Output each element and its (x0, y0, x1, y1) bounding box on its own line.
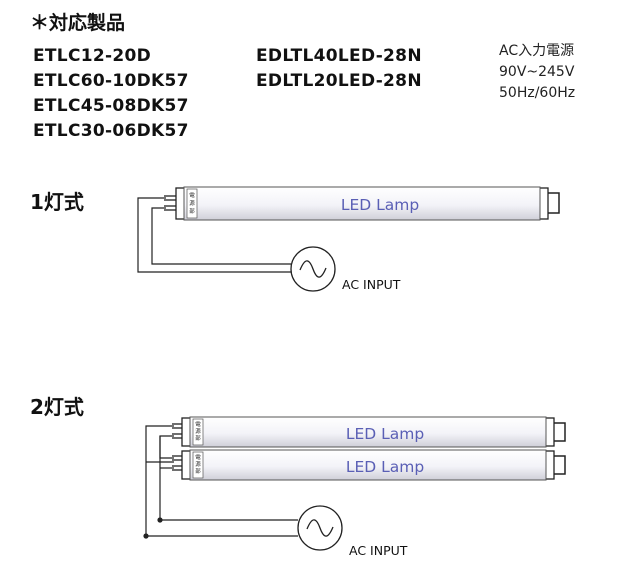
power-tag-char: 部 (195, 467, 201, 475)
right-pins (554, 422, 566, 442)
single-lamp-diagram: 電 源 部 LED Lamp AC INPUT (137, 186, 560, 292)
power-tag-char: 部 (189, 207, 195, 215)
wire-lines (137, 197, 291, 273)
model-list-middle: EDLTL40LED-28N EDLTL20LED-28N (256, 44, 422, 94)
power-tag-char: 源 (195, 427, 201, 435)
power-tag-char: 電 (195, 454, 201, 461)
power-frequency: 50Hz/60Hz (499, 85, 576, 101)
sine-wave-icon (306, 519, 334, 537)
led-lamp-tube (183, 186, 541, 221)
power-tag-char: 源 (195, 460, 201, 468)
ac-input-label: AC INPUT (342, 277, 401, 292)
wire-junction (143, 533, 149, 539)
led-lamp-tube-1 (189, 416, 547, 448)
power-title: AC入力電源 (499, 43, 575, 59)
model-list-left: ETLC12-20D ETLC60-10DK57 ETLC45-08DK57 E… (33, 44, 189, 144)
lamp-label: LED Lamp (341, 196, 419, 214)
model-item: EDLTL20LED-28N (256, 71, 422, 91)
power-tag-char: 電 (195, 421, 201, 428)
model-item: ETLC60-10DK57 (33, 71, 189, 91)
ac-input-label: AC INPUT (349, 543, 408, 558)
lamp-label: LED Lamp (346, 425, 424, 443)
model-item: ETLC12-20D (33, 46, 151, 66)
section-label-single: 1灯式 (30, 190, 84, 214)
page-title: ＊対応製品 (30, 12, 126, 34)
right-pins (554, 455, 566, 475)
power-spec: AC入力電源 90V~245V 50Hz/60Hz (499, 41, 575, 104)
power-unit-tag (186, 188, 198, 219)
right-pins (548, 192, 560, 214)
double-lamp-diagram: 電 源 部 LED Lamp 電 源 部 LED Lamp AC INPUT (143, 416, 566, 558)
model-item: EDLTL40LED-28N (256, 46, 422, 66)
model-item: ETLC30-06DK57 (33, 121, 189, 141)
power-voltage: 90V~245V (499, 64, 575, 80)
led-lamp-tube-2 (189, 449, 547, 481)
sine-wave-icon (299, 260, 327, 278)
power-unit-tag (192, 418, 204, 446)
power-tag-char: 源 (189, 199, 195, 207)
power-tag-char: 電 (189, 192, 195, 199)
power-tag-char: 部 (195, 434, 201, 442)
section-label-double: 2灯式 (30, 395, 84, 419)
wire-junction (157, 517, 163, 523)
model-item: ETLC45-08DK57 (33, 96, 189, 116)
power-unit-tag (192, 451, 204, 479)
lamp-label: LED Lamp (346, 458, 424, 476)
